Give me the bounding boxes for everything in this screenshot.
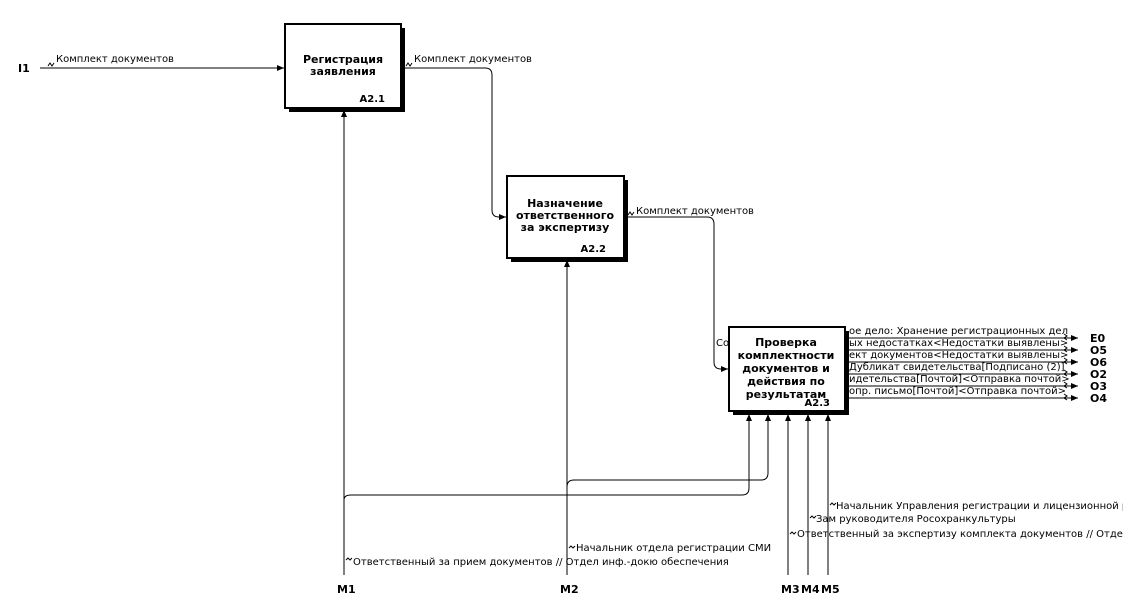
svg-text:ое дело: Хранение регистрацион: ое дело: Хранение регистрационных дел — [849, 326, 1068, 337]
output-label-o4: опр. письмо[Почтой]<Отправка почтой> O4 — [849, 386, 1107, 405]
activity-a2-3-title-line-2: комплектности — [738, 349, 835, 362]
label-squiggle-a21-out — [405, 62, 413, 67]
activity-a2-1-node: A2.1 — [360, 94, 385, 105]
port-label-m5: M5 — [821, 583, 840, 596]
svg-text:ых недостатках<Недостатки выяв: ых недостатках<Недостатки выявлены> — [849, 338, 1068, 349]
svg-text:O5: O5 — [1090, 344, 1107, 357]
output-label-o3: идетельства[Почтой]<Отправка почтой> O3 — [849, 374, 1107, 393]
svg-text:O2: O2 — [1090, 368, 1107, 381]
arrow-a21-to-a22[interactable] — [401, 67, 506, 220]
svg-text:Дубликат свидетельства[Подписа: Дубликат свидетельства[Подписано (2)] — [849, 362, 1065, 373]
output-label-e0: ое дело: Хранение регистрационных дел E0 — [849, 326, 1106, 345]
label-squiggle-m5 — [829, 502, 837, 506]
svg-text:O3: O3 — [1090, 380, 1107, 393]
activity-a2-2-node: A2.2 — [581, 244, 606, 255]
svg-text:опр. письмо[Почтой]<Отправка п: опр. письмо[Почтой]<Отправка почтой> — [849, 386, 1066, 397]
label-squiggle-m3 — [789, 531, 797, 535]
label-squiggle-m2 — [568, 545, 576, 549]
activity-a2-3-title-line-4: действия по — [747, 375, 825, 388]
activity-a2-3-title-line-5: результатам — [746, 388, 827, 401]
port-label-m1: M1 — [337, 583, 356, 596]
svg-text:O6: O6 — [1090, 356, 1107, 369]
label-squiggle-a22-out — [627, 211, 635, 216]
label-squiggle-m4 — [809, 515, 817, 519]
port-label-i1: I1 — [18, 62, 30, 75]
activity-a2-2[interactable]: Назначение ответственного за экспертизу … — [506, 175, 628, 262]
activity-a2-1-title-line-1: Регистрация — [303, 53, 383, 66]
output-arrows[interactable] — [845, 335, 1078, 401]
activity-a2-2-title-line-1: Назначение — [527, 197, 603, 210]
output-label-o6: ект документов<Недостатки выявлены> O6 — [849, 350, 1107, 369]
activity-a2-2-title-line-2: ответственного — [516, 209, 615, 222]
arrow-label-m5: Начальник Управления регистрации и лицен… — [836, 501, 1123, 512]
activity-a2-2-title-line-3: за экспертизу — [521, 221, 610, 234]
activity-a2-3-title-line-1: Проверка — [755, 336, 817, 349]
arrow-label-m3: Ответственный за экспертизу комплекта до… — [797, 529, 1123, 540]
label-squiggle-m1 — [345, 557, 353, 561]
label-squiggle-i1 — [47, 62, 55, 67]
arrow-mechanism-m1[interactable] — [341, 110, 752, 575]
port-label-m4: M4 — [801, 583, 820, 596]
svg-text:E0: E0 — [1090, 332, 1106, 345]
activity-a2-3[interactable]: Проверка комплектности документов и дейс… — [728, 326, 849, 415]
activity-a2-1-title-line-2: заявления — [310, 65, 376, 78]
activity-a2-3-node: A2.3 — [805, 398, 830, 409]
arrow-a22-to-a23[interactable] — [624, 216, 728, 372]
arrow-label-a23-in-partial: Со — [716, 338, 729, 349]
activity-a2-3-title-line-3: документов и — [742, 362, 830, 375]
activity-a2-1[interactable]: Регистрация заявления A2.1 — [284, 23, 405, 112]
output-label-o2: Дубликат свидетельства[Подписано (2)] O2 — [849, 362, 1107, 381]
port-label-m3: M3 — [781, 583, 800, 596]
port-label-m2: M2 — [560, 583, 579, 596]
svg-text:ект документов<Недостатки выяв: ект документов<Недостатки выявлены> — [849, 350, 1068, 361]
arrow-label-m4: Зам руководителя Росохранкультуры — [816, 514, 1016, 525]
arrow-label-a21-out: Комплект документов — [414, 54, 532, 65]
arrow-label-i1: Комплект документов — [56, 54, 174, 65]
arrow-label-m1: Ответственный за прием документов // Отд… — [353, 557, 729, 568]
output-label-o5: ых недостатках<Недостатки выявлены> O5 — [849, 338, 1107, 357]
svg-text:идетельства[Почтой]<Отправка п: идетельства[Почтой]<Отправка почтой> — [849, 374, 1070, 385]
arrow-label-a22-out: Комплект документов — [636, 206, 754, 217]
arrow-mechanism-m2[interactable] — [564, 260, 771, 575]
arrow-label-m2: Начальник отдела регистрации СМИ — [576, 543, 771, 554]
svg-text:O4: O4 — [1090, 392, 1107, 405]
